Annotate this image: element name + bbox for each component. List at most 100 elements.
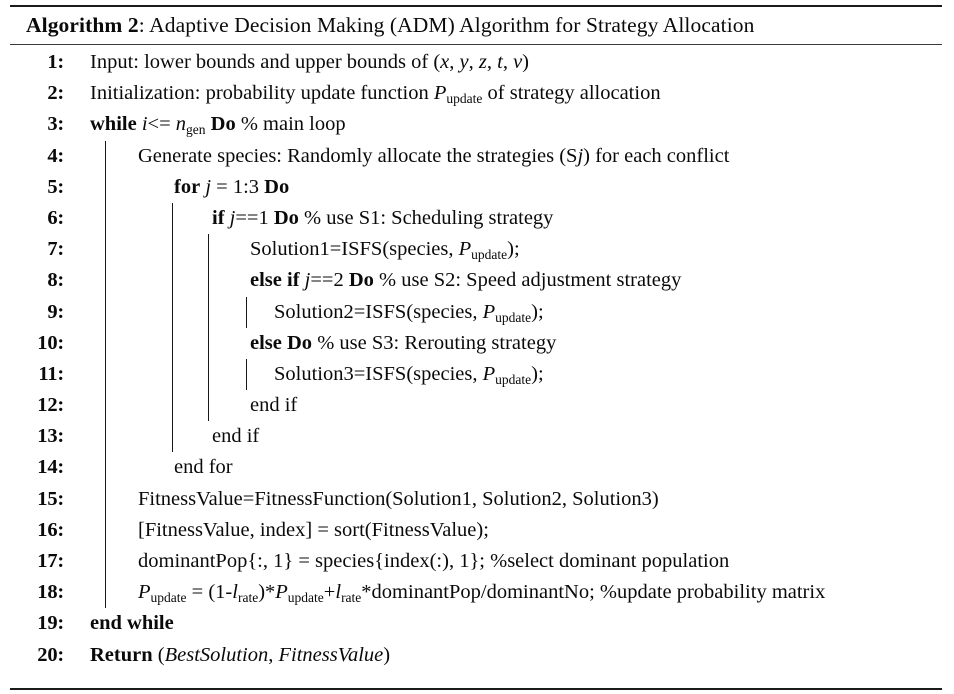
nesting-guide-level-3 <box>208 390 209 422</box>
line-number: 7: <box>47 238 64 261</box>
line-text: else if j==2 Do % use S2: Speed adjustme… <box>250 269 682 292</box>
line-text: Return (BestSolution, FitnessValue) <box>90 643 391 666</box>
line-number: 9: <box>47 300 64 323</box>
algorithm-header: Algorithm 2: Adaptive Decision Making (A… <box>10 7 942 44</box>
line-content: dominantPop{:, 1} = species{index(:), 1}… <box>66 546 942 578</box>
nesting-guide-level-1 <box>105 234 106 266</box>
line-number: 1: <box>47 51 64 73</box>
line-number: 2: <box>47 82 64 105</box>
nesting-guide-level-1 <box>105 421 106 453</box>
algorithm-line: 13: end if <box>10 421 942 453</box>
line-number: 14: <box>37 456 64 479</box>
line-number: 4: <box>47 144 64 167</box>
algorithm-line: 11: Solution3=ISFS(species, Pupdate); <box>10 358 942 391</box>
algorithm-line: 7: Solution1=ISFS(species, Pupdate); <box>10 234 942 266</box>
nesting-guide-level-1 <box>105 390 106 422</box>
nesting-guide-level-1 <box>105 327 106 359</box>
line-text: FitnessValue=FitnessFunction(Solution1, … <box>138 487 659 510</box>
line-text: dominantPop{:, 1} = species{index(:), 1}… <box>138 550 730 572</box>
nesting-guide-level-2 <box>172 296 173 328</box>
nesting-guide-level-2 <box>172 202 173 235</box>
algorithm-line: 16: [FitnessValue, index] = sort(Fitness… <box>10 514 942 546</box>
line-content: if j==1 Do % use S1: Scheduling strategy <box>66 202 942 235</box>
line-text: Pupdate = (1-lrate)*Pupdate+lrate*domina… <box>138 581 826 605</box>
line-content: Return (BestSolution, FitnessValue) <box>66 640 942 671</box>
nesting-guide-level-3 <box>208 327 209 359</box>
line-text: Solution2=ISFS(species, Pupdate); <box>274 300 544 325</box>
algorithm-line: 3: while i<= ngen Do % main loop <box>10 109 942 140</box>
algorithm-lines: 1: Input: lower bounds and upper bounds … <box>10 45 942 688</box>
algorithm-title: Adaptive Decision Making (ADM) Algorithm… <box>149 13 755 37</box>
line-content: while i<= ngen Do % main loop <box>66 109 942 145</box>
algorithm-line: 5: for j = 1:3 Do <box>10 171 942 203</box>
line-content: end while <box>66 608 942 639</box>
line-text: end if <box>212 425 260 448</box>
line-text: [FitnessValue, index] = sort(FitnessValu… <box>138 518 489 541</box>
line-content: else Do % use S3: Rerouting strategy <box>66 327 942 359</box>
line-text: Solution3=ISFS(species, Pupdate); <box>274 362 544 387</box>
line-content: [FitnessValue, index] = sort(FitnessValu… <box>66 514 942 546</box>
algorithm-line: 20: Return (BestSolution, FitnessValue) <box>10 640 942 671</box>
line-number: 10: <box>37 331 64 354</box>
nesting-guide-level-3 <box>208 234 209 266</box>
line-content: Generate species: Randomly allocate the … <box>66 140 942 172</box>
line-number: 12: <box>37 394 64 417</box>
nesting-guide-level-1 <box>105 577 106 609</box>
line-content: end if <box>66 390 942 422</box>
nesting-guide-level-3 <box>208 265 209 297</box>
line-number: 5: <box>47 175 64 198</box>
line-number: 13: <box>37 425 64 448</box>
algorithm-line: 9: Solution2=ISFS(species, Pupdate); <box>10 296 942 328</box>
line-number: 20: <box>37 643 64 666</box>
nesting-guide-level-1 <box>105 171 106 203</box>
line-text: if j==1 Do % use S1: Scheduling strategy <box>212 206 554 229</box>
nesting-guide-level-2 <box>172 390 173 422</box>
line-content: Pupdate = (1-lrate)*Pupdate+lrate*domina… <box>66 577 942 613</box>
nesting-guide-level-2 <box>172 421 173 453</box>
line-text: for j = 1:3 Do <box>174 175 290 198</box>
nesting-guide-level-4 <box>246 296 247 328</box>
line-text: else Do % use S3: Rerouting strategy <box>250 331 557 354</box>
line-content: Solution1=ISFS(species, Pupdate); <box>66 234 942 270</box>
bottom-rule <box>10 688 942 690</box>
nesting-guide-level-1 <box>105 265 106 297</box>
top-rule <box>10 5 942 7</box>
line-content: Initialization: probability update funct… <box>66 78 942 114</box>
line-text: Initialization: probability update funct… <box>90 82 661 106</box>
line-content: for j = 1:3 Do <box>66 171 942 203</box>
algorithm-line: 1: Input: lower bounds and upper bounds … <box>10 47 942 78</box>
line-number: 19: <box>37 612 64 635</box>
nesting-guide-level-3 <box>208 296 209 328</box>
nesting-guide-level-1 <box>105 514 106 546</box>
line-content: Solution3=ISFS(species, Pupdate); <box>66 358 942 395</box>
line-content: Solution2=ISFS(species, Pupdate); <box>66 296 942 333</box>
algorithm-line: 4: Generate species: Randomly allocate t… <box>10 140 942 172</box>
nesting-guide-level-2 <box>172 327 173 359</box>
line-number: 17: <box>37 550 64 572</box>
algorithm-line: 6: if j==1 Do % use S1: Scheduling strat… <box>10 202 942 235</box>
line-number: 6: <box>47 206 64 229</box>
nesting-guide-level-1 <box>105 483 106 515</box>
line-text: Generate species: Randomly allocate the … <box>138 144 730 167</box>
line-content: FitnessValue=FitnessFunction(Solution1, … <box>66 483 942 515</box>
algorithm-line: 10: else Do % use S3: Rerouting strategy <box>10 327 942 359</box>
algorithm-line: 18: Pupdate = (1-lrate)*Pupdate+lrate*do… <box>10 577 942 609</box>
algorithm-separator: : <box>138 13 150 37</box>
line-content: else if j==2 Do % use S2: Speed adjustme… <box>66 265 942 297</box>
nesting-guide-level-1 <box>105 452 106 484</box>
line-text: Input: lower bounds and upper bounds of … <box>90 51 529 73</box>
line-number: 11: <box>38 362 64 385</box>
nesting-guide-level-1 <box>105 202 106 235</box>
algorithm-line: 2: Initialization: probability update fu… <box>10 78 942 109</box>
algorithm-line: 14: end for <box>10 452 942 484</box>
header-divider-rule <box>10 44 942 45</box>
nesting-guide-level-1 <box>105 140 106 172</box>
algorithm-label: Algorithm 2 <box>26 13 139 37</box>
line-content: end if <box>66 421 942 453</box>
algorithm-line: 17: dominantPop{:, 1} = species{index(:)… <box>10 546 942 578</box>
nesting-guide-level-1 <box>105 296 106 328</box>
line-number: 16: <box>37 518 64 541</box>
algorithm-line: 8: else if j==2 Do % use S2: Speed adjus… <box>10 265 942 297</box>
line-text: Solution1=ISFS(species, Pupdate); <box>250 238 520 262</box>
